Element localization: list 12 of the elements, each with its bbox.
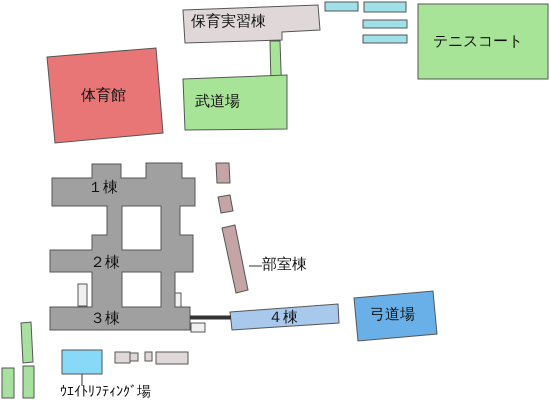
building-label: ４棟 xyxy=(268,310,298,325)
building-label: 体育館 xyxy=(81,88,126,103)
building-label: 武道場 xyxy=(195,94,240,109)
building-label: ３棟 xyxy=(90,311,120,326)
place-label: 部室棟 xyxy=(262,257,307,272)
building-label: 弓道場 xyxy=(370,307,415,322)
building-label: テニスコート xyxy=(433,34,523,49)
corridor xyxy=(190,316,231,320)
building-label: ２棟 xyxy=(90,255,120,270)
place-label: ｳｴｲﾄﾘﾌﾃｨﾝｸﾞ場 xyxy=(60,385,151,399)
building-label: 保育実習棟 xyxy=(191,14,266,29)
building-label: １棟 xyxy=(88,180,118,195)
